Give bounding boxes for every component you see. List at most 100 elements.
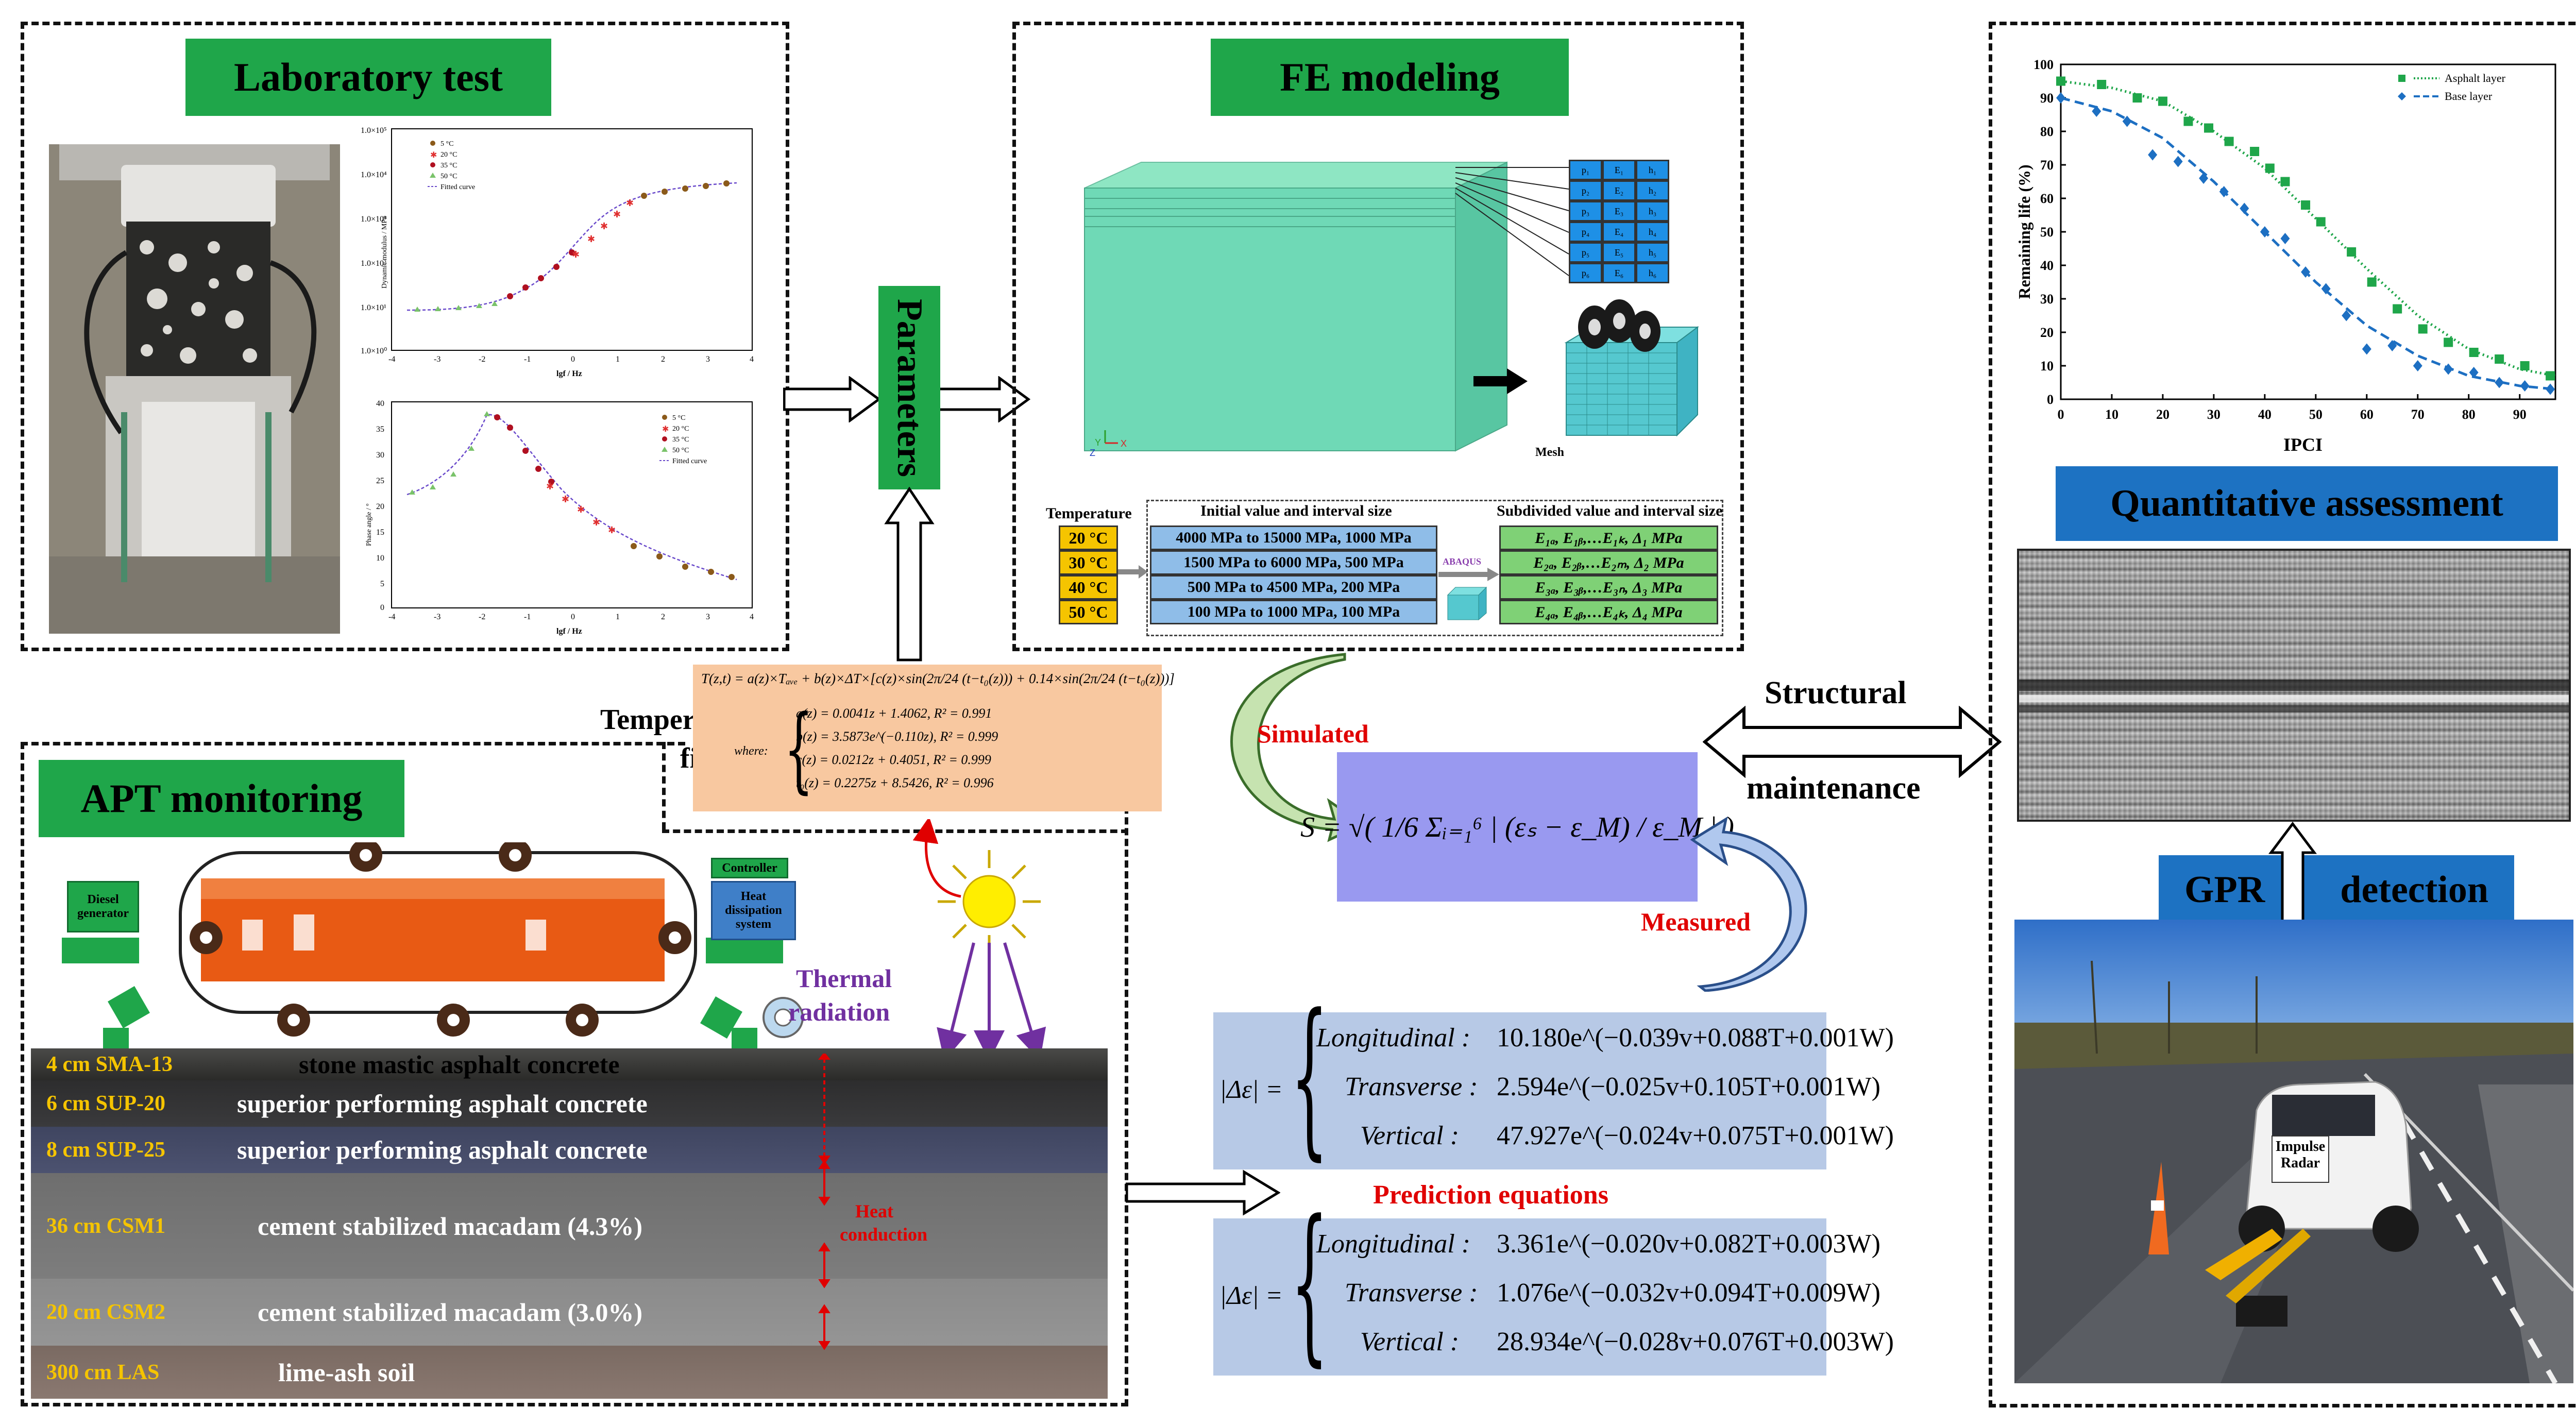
grid-cell: h₃	[1636, 201, 1669, 222]
grid-cell: p₂	[1569, 180, 1602, 201]
y-tick-label: 50	[2040, 225, 2054, 240]
modulus-ytick: 1.0×10³	[361, 215, 386, 224]
heat-dissipation-box: Heat dissipation system	[711, 881, 796, 940]
subdivided-value-cell: E₁ₐ, E₁ᵦ,…E₁ₖ, Δ₁ MPa	[1499, 525, 1718, 550]
structural-label: Structural	[1765, 675, 1907, 710]
pavement-layer: 4 cm SMA-13 stone mastic asphalt concret…	[31, 1048, 1108, 1080]
phase-xtick: 0	[571, 613, 575, 621]
data-point-0	[2495, 354, 2504, 364]
coefficient: t₀(z) = 0.2275z + 8.5426, R² = 0.996	[796, 775, 994, 790]
pavement-layer: 8 cm SUP-25 superior performing asphalt …	[31, 1127, 1108, 1173]
phase-xtick: 2	[661, 613, 665, 621]
y-tick-label: 80	[2040, 124, 2054, 139]
prediction-equation-box-1: |Δε| = { Longitudinal : 10.180e^(−0.039v…	[1213, 992, 1894, 1169]
equation-row-label: Transverse :	[1345, 1072, 1478, 1101]
apt-panel-step	[662, 742, 666, 829]
temperature-field-equation: T(z,t) = a(z)×Tₐᵥₑ + b(z)×ΔT×[c(z)×sin(2…	[701, 671, 1175, 686]
equation-row-label: Vertical :	[1360, 1327, 1460, 1356]
grid-cell: E₁	[1602, 160, 1636, 180]
legend-base: Base layer	[2445, 90, 2493, 103]
y-tick-label: 0	[2047, 392, 2054, 407]
phase-angle-chart: 40 35 30 25 20 15 10 5 0 -4 -3 -2 -1 0 1…	[355, 397, 768, 644]
svg-text:✱: ✱	[613, 209, 621, 219]
y-tick-label: 10	[2040, 359, 2054, 374]
grid-cell: p₁	[1569, 160, 1602, 180]
modulus-xtick: 0	[571, 355, 575, 364]
x-tick-label: 40	[2258, 407, 2272, 422]
lab-title: Laboratory test	[185, 39, 551, 116]
layer-name: lime-ash soil	[278, 1358, 415, 1387]
x-tick-label: 10	[2105, 407, 2119, 422]
y-tick-label: 100	[2033, 57, 2054, 72]
coefficient: a(z) = 0.0041z + 1.4062, R² = 0.991	[796, 706, 992, 721]
y-tick-label: 90	[2040, 91, 2054, 106]
phase-xtick: 1	[616, 613, 620, 621]
objective-function: S = √( 1/6 Σᵢ₌₁⁶ | (εₛ − ε_M) / ε_M | )	[1300, 811, 1734, 843]
phase-ytick: 40	[376, 399, 384, 408]
thermal-radiation-label-1: Thermal	[796, 964, 892, 993]
data-point-1	[2173, 156, 2183, 167]
data-point-0	[2469, 348, 2479, 357]
modulus-ytick: 1.0×10²	[361, 259, 386, 268]
lab-panel	[21, 22, 789, 651]
phase-xlabel: lgf / Hz	[556, 627, 582, 636]
grid-cell: p₃	[1569, 201, 1602, 222]
equation-row-value: 47.927e^(−0.024v+0.075T+0.001W)	[1497, 1121, 1894, 1150]
layer-name: stone mastic asphalt concrete	[299, 1050, 620, 1079]
arrow-abaqus	[1438, 567, 1500, 582]
apt-panel-top-left	[21, 742, 685, 745]
arrow-temp-to-initial	[1118, 564, 1149, 580]
x-tick-label: 90	[2513, 407, 2527, 422]
modulus-xtick: 2	[661, 355, 665, 364]
grid-cell: E₂	[1602, 180, 1636, 201]
radiation-arrows	[927, 938, 1082, 1061]
svg-text:✱: ✱	[546, 481, 554, 491]
impulse-radar-label: Impulse Radar	[2275, 1139, 2326, 1171]
grid-cell: E₅	[1602, 242, 1636, 263]
initial-value-cell: 1500 MPa to 6000 MPa, 500 MPa	[1150, 550, 1437, 575]
data-point-1	[2240, 202, 2249, 214]
temperature-cell: 20 °C	[1059, 525, 1118, 550]
chart-frame	[2060, 63, 2556, 400]
phase-xtick: -2	[479, 613, 485, 621]
modulus-ytick: 1.0×10⁵	[361, 126, 387, 135]
modulus-xtick: 3	[706, 355, 710, 364]
arrow-lab-to-parameters	[783, 376, 882, 423]
parameters-box: Parameters	[878, 286, 940, 489]
phase-ylabel: Phase angle / °	[365, 503, 373, 546]
data-point-1	[2495, 377, 2504, 388]
phase-ytick: 30	[376, 451, 384, 460]
x-tick-label: 60	[2360, 407, 2374, 422]
temperature-field-box: T(z,t) = a(z)×Tₐᵥₑ + b(z)×ΔT×[c(z)×sin(2…	[693, 665, 1175, 811]
data-point-0	[2224, 137, 2234, 146]
equation-row-label: Longitudinal :	[1316, 1023, 1471, 1053]
gpr-detection-title: GPR detection	[2159, 855, 2514, 925]
data-point-0	[2204, 123, 2214, 133]
layer-thickness: 4 cm SMA-13	[46, 1053, 173, 1076]
pavement-layer: 36 cm CSM1 cement stabilized macadam (4.…	[31, 1173, 1108, 1279]
maintenance-label: maintenance	[1747, 771, 1921, 806]
y-tick-label: 70	[2040, 158, 2054, 173]
equation-row-label: Transverse :	[1345, 1278, 1478, 1308]
initial-header: Initial value and interval size	[1200, 502, 1392, 519]
brace-icon: {	[1291, 1184, 1329, 1382]
layer-name: cement stabilized macadam (4.3%)	[258, 1211, 643, 1241]
grid-cell: E₄	[1602, 222, 1636, 242]
pavement-structure: 4 cm SMA-13 stone mastic asphalt concret…	[31, 1048, 1108, 1399]
data-point-1	[2342, 310, 2351, 321]
x-tick-label: 20	[2156, 407, 2170, 422]
phase-ytick: 0	[380, 603, 384, 612]
legend-35c: 35 °C	[440, 162, 457, 169]
data-point-1	[2056, 92, 2065, 104]
svg-text:Y: Y	[1095, 437, 1101, 448]
svg-text:✱: ✱	[626, 198, 634, 208]
phase-ytick: 5	[380, 580, 384, 588]
parameters-label: Parameters	[890, 298, 929, 477]
svg-text:✱: ✱	[577, 504, 585, 515]
controller-box: Controller	[711, 858, 788, 878]
abaqus-cube	[1445, 585, 1489, 621]
legend-50c: 50 °C	[440, 173, 457, 180]
modulus-ytick: 1.0×10⁴	[361, 171, 387, 179]
data-point-0	[2520, 361, 2530, 370]
data-point-1	[2469, 367, 2479, 378]
